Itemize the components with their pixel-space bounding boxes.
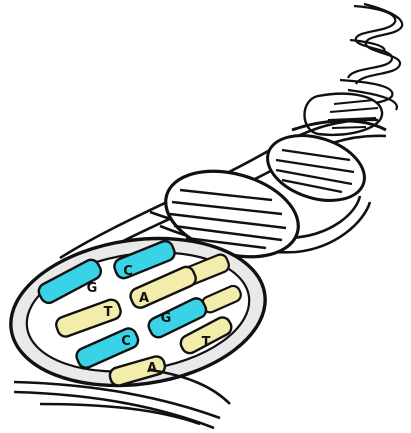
base-label: A xyxy=(147,361,157,376)
helix-middle-section xyxy=(292,94,386,135)
base-label: A xyxy=(139,291,149,306)
base-label: T xyxy=(104,305,113,320)
base-label: C xyxy=(123,264,133,279)
base-label: C xyxy=(121,334,131,349)
base-label: G xyxy=(161,311,172,326)
base-label: G xyxy=(87,281,98,296)
base-label: T xyxy=(202,335,211,350)
